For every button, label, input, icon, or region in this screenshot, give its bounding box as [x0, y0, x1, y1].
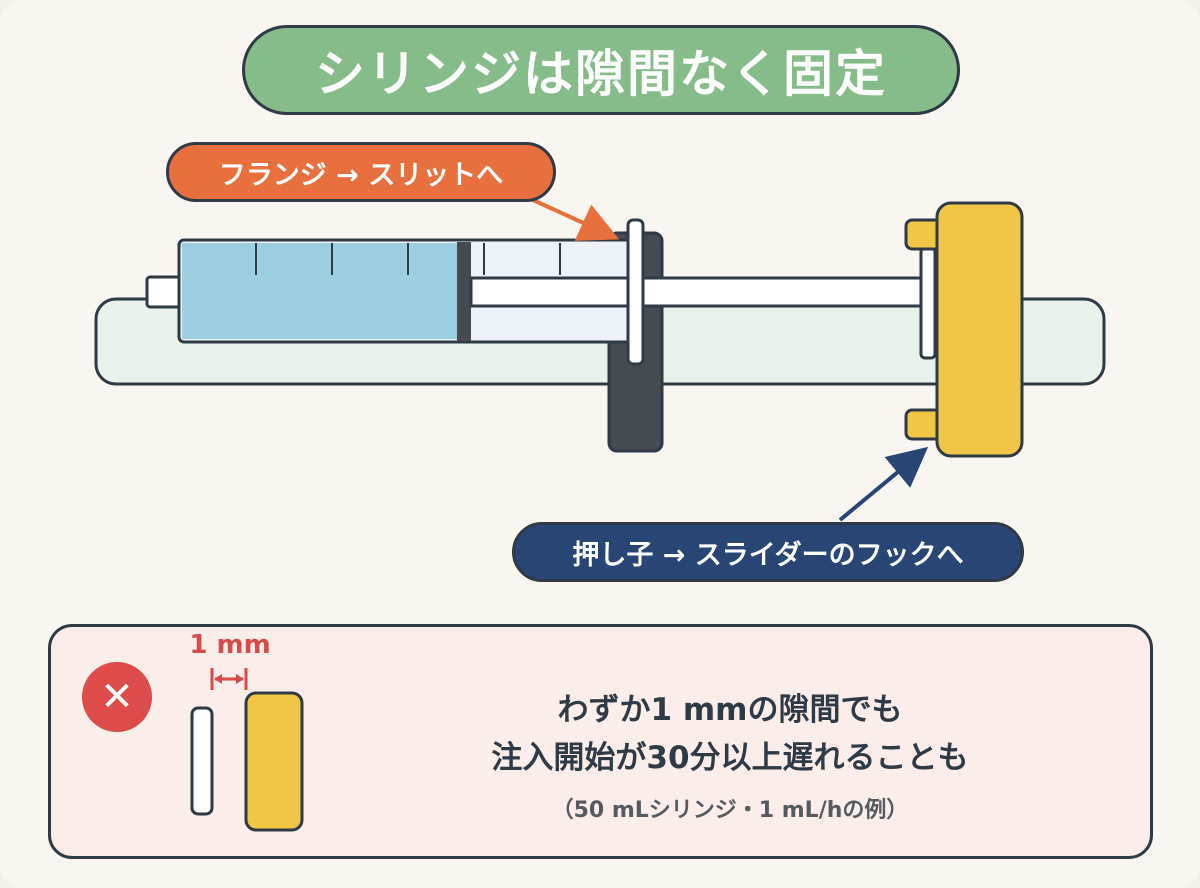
page-title: シリンジは隙間なく固定 — [242, 25, 960, 115]
plunger-gasket — [457, 242, 471, 341]
warning-line-1: わずか1 mmの隙間でも — [557, 692, 903, 728]
syringe-fluid — [182, 243, 458, 339]
plunger-thumb-press — [919, 246, 937, 360]
close-icon: ✕ — [82, 662, 152, 732]
slider-block — [935, 201, 1024, 458]
warning-line-2: 注入開始が30分以上遅れることも — [491, 740, 969, 776]
warning-message: わずか1 mmの隙間でも 注入開始が30分以上遅れることも （50 mLシリンジ… — [380, 686, 1080, 824]
syringe-tip — [145, 275, 183, 309]
flange-label: フランジ → スリットへ — [166, 142, 556, 202]
plunger-rod — [469, 276, 928, 308]
warning-panel — [48, 624, 1153, 859]
warning-note: （50 mLシリンジ・1 mL/hの例） — [551, 798, 909, 823]
gap-label: 1 mm — [189, 630, 271, 660]
plunger-label: 押し子 → スライダーのフックへ — [512, 522, 1024, 582]
plunger-arrow — [838, 446, 929, 522]
flange-arrow — [521, 193, 620, 241]
syringe-flange — [626, 218, 645, 366]
